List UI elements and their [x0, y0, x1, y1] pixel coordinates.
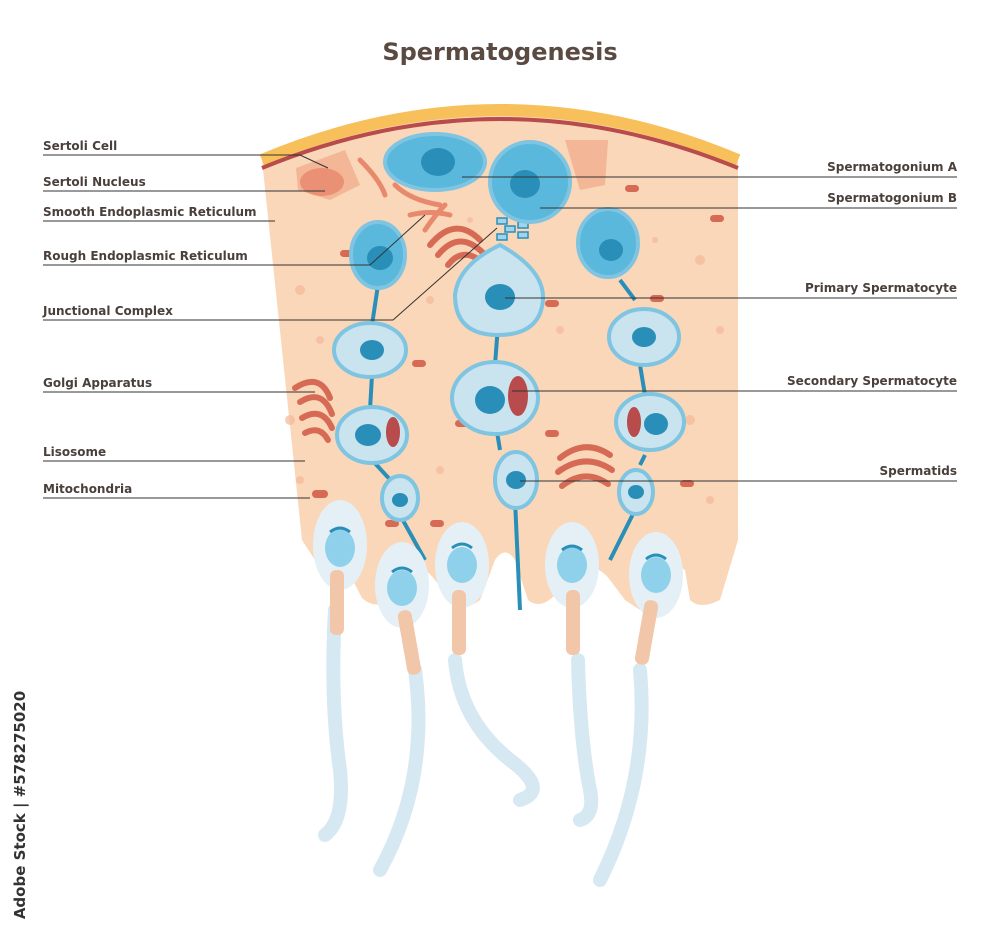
- label-secondary-spermatocyte: Secondary Spermatocyte: [787, 374, 957, 388]
- label-mitochondria: Mitochondria: [43, 482, 133, 496]
- left-leader-lines: [43, 154, 498, 499]
- label-golgi-apparatus: Golgi Apparatus: [43, 376, 153, 390]
- golgi-apparatus: [292, 378, 335, 443]
- basement-membrane-inner: [261, 117, 739, 170]
- right-secondary-acrosome: [627, 407, 641, 437]
- left-primary-nucleus: [360, 340, 384, 360]
- golgi-apparatus-2: [555, 444, 615, 489]
- center-primary-nucleus: [485, 284, 515, 310]
- right-secondary-nucleus: [644, 413, 668, 435]
- smooth-er: [357, 157, 453, 233]
- watermark-text: Adobe Stock | #578275020: [11, 690, 29, 920]
- tissue-texture: [285, 217, 724, 504]
- right-spermatogonium-nucleus: [599, 239, 623, 261]
- center-secondary-acrosome: [508, 376, 528, 416]
- left-spermatogonium-nucleus: [367, 246, 393, 270]
- center-spermatid-nucleus: [506, 471, 526, 489]
- label-lisosome: Lisosome: [43, 445, 107, 459]
- sertoli-nucleus: [300, 168, 344, 196]
- label-junctional-complex: Junctional Complex: [43, 304, 173, 318]
- label-spermatogonium-a: Spermatogonium A: [827, 160, 957, 174]
- left-spermatid-nucleus: [392, 493, 408, 507]
- right-spermatid-nucleus: [628, 485, 644, 499]
- label-spermatids: Spermatids: [879, 464, 957, 478]
- sperm-5: [593, 532, 683, 887]
- label-sertoli-cell: Sertoli Cell: [43, 139, 118, 153]
- left-secondary-nucleus: [355, 424, 381, 446]
- label-primary-spermatocyte: Primary Spermatocyte: [804, 281, 957, 295]
- label-smooth-er: Smooth Endoplasmic Reticulum: [43, 205, 257, 219]
- label-sertoli-nucleus: Sertoli Nucleus: [43, 175, 146, 189]
- stock-watermark: Adobe Stock | #578275020: [8, 690, 32, 920]
- label-spermatogonium-b: Spermatogonium B: [827, 191, 957, 205]
- label-rough-er: Rough Endoplasmic Reticulum: [43, 249, 248, 263]
- right-primary-nucleus: [632, 327, 656, 347]
- center-secondary-nucleus: [475, 386, 505, 414]
- left-secondary-acrosome: [386, 417, 400, 447]
- diagram-title: Spermatogenesis: [382, 38, 618, 66]
- spermatogonium-a-nucleus: [421, 148, 455, 176]
- right-leader-lines: [462, 176, 957, 482]
- spermatogonium-b-nucleus: [510, 170, 540, 198]
- basement-membrane-outer: [259, 104, 741, 166]
- spermatozoa: [313, 500, 683, 887]
- sperm-3: [435, 522, 540, 807]
- sperm-4: [545, 522, 599, 827]
- sperm-1: [313, 500, 367, 842]
- sperm-2: [373, 542, 429, 877]
